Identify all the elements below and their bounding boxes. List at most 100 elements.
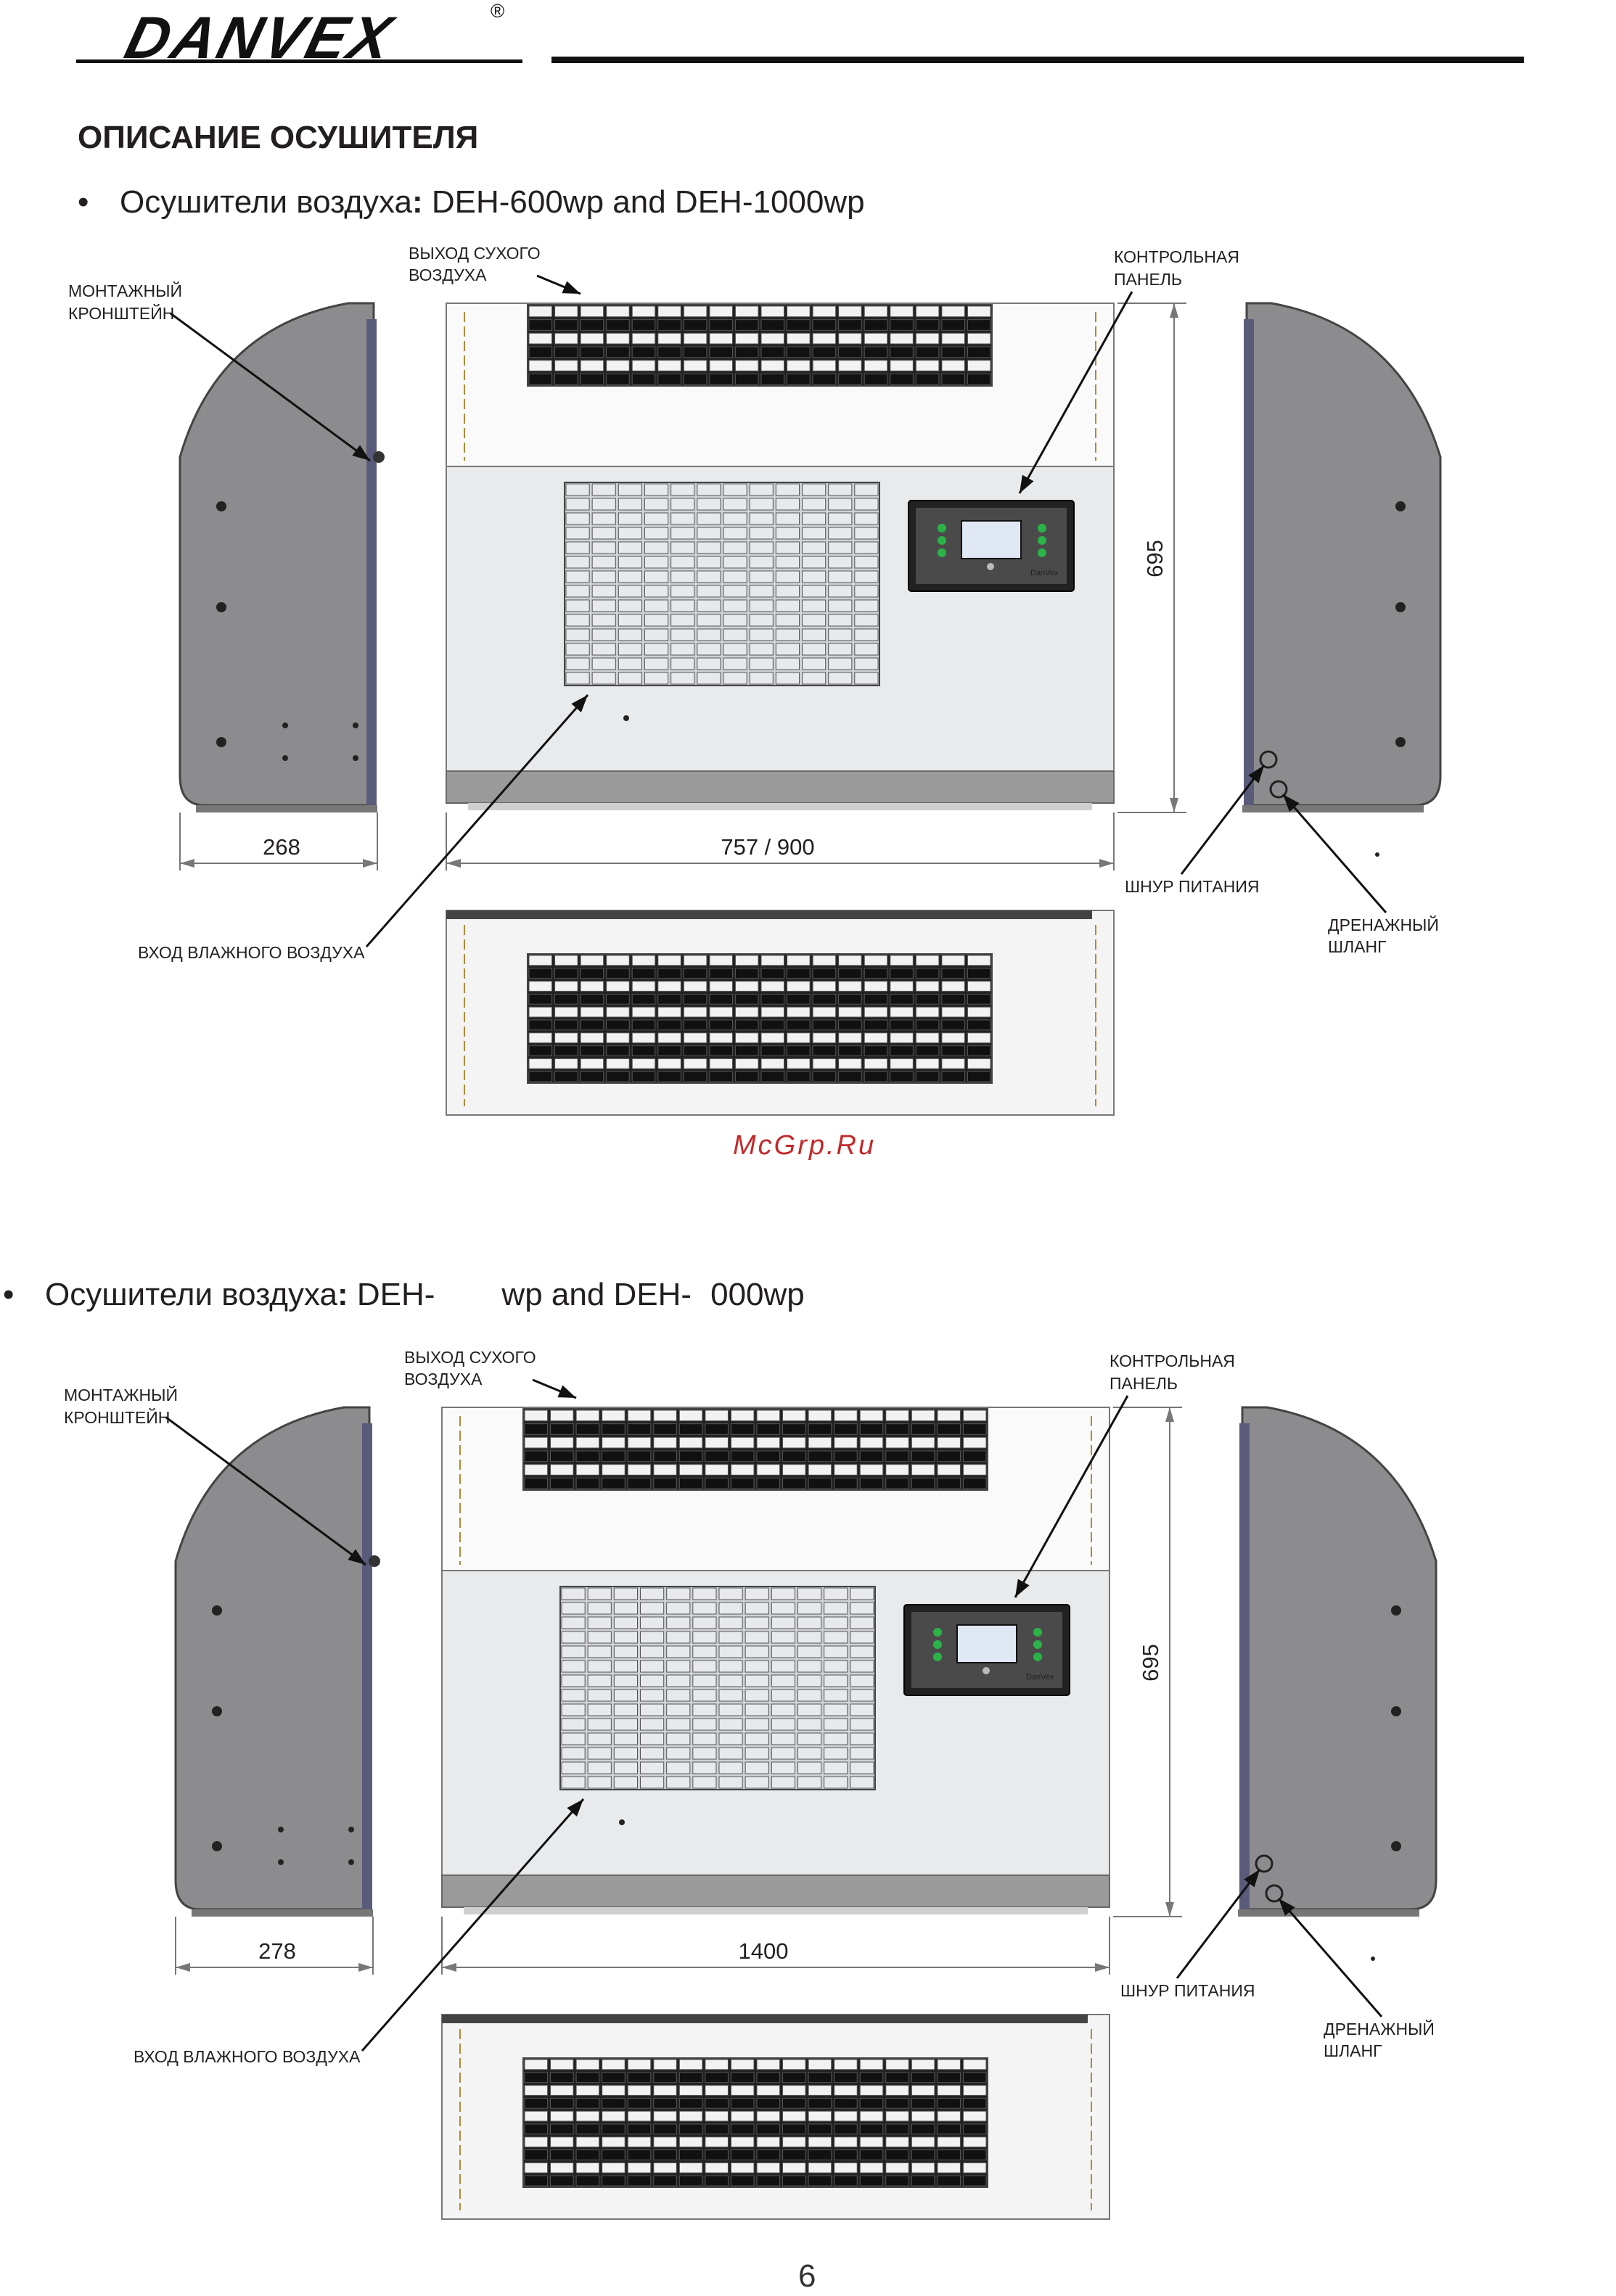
inlet-grille-cell	[697, 614, 721, 627]
model-2-heading: •Осушители воздуха: DEH-wp and DEH-000wp	[3, 1277, 805, 1313]
bottom-grille-cell	[602, 2162, 626, 2173]
lcd-display	[961, 520, 1022, 559]
outlet-grille-cell	[915, 332, 940, 345]
inlet-grille-cell	[565, 483, 590, 496]
outlet-grille-cell	[756, 1423, 781, 1435]
outlet-grille-cell	[734, 305, 759, 318]
arrow-control-panel	[1014, 1395, 1129, 1598]
inlet-grille-cell	[565, 643, 590, 656]
outlet-grille-cell	[602, 1410, 626, 1422]
inlet-grille-cell	[828, 614, 853, 627]
outlet-grille-cell	[678, 1436, 703, 1449]
outlet-grille-cell	[812, 332, 837, 345]
bottom-grille-cell	[683, 1071, 707, 1082]
inlet-grille-cell	[640, 1631, 665, 1644]
bottom-grille-cell	[580, 1019, 604, 1031]
inlet-grille-cell	[565, 599, 590, 612]
label-dry-air-outlet: ВОЗДУХА	[404, 1370, 483, 1388]
bottom-grille-cell	[575, 2085, 600, 2096]
bottom-grille-cell	[760, 968, 785, 979]
inlet-grille-cell	[771, 1732, 796, 1745]
arrow-drain-hose-head	[1279, 1898, 1295, 1917]
inlet-grille-cell	[824, 1703, 848, 1716]
bracket-knob	[369, 1555, 380, 1567]
bottom-grille-cell	[890, 1032, 914, 1044]
inlet-grille-cell	[850, 1660, 874, 1673]
inlet-grille-cell	[613, 1689, 638, 1702]
outlet-grille-cell	[678, 1464, 703, 1476]
inlet-grille-cell	[749, 657, 774, 670]
inlet-grille-cell	[775, 541, 800, 554]
outlet-grille-cell	[709, 360, 733, 371]
bottom-grille-cell	[812, 993, 837, 1005]
inlet-grille-cell	[828, 541, 853, 554]
bottom-grille-cell	[683, 955, 707, 966]
bottom-grille-cell	[524, 2175, 549, 2186]
inlet-grille-cell	[828, 672, 853, 685]
inlet-grille-cell	[775, 657, 800, 670]
height-arrow-top	[1165, 1407, 1174, 1422]
inlet-grille-cell	[591, 527, 616, 540]
bottom-grille-cell	[678, 2059, 703, 2070]
bottom-grille	[527, 953, 993, 1084]
inlet-grille-cell	[618, 483, 642, 496]
bottom-grille-cell	[709, 1045, 733, 1056]
bottom-grille-cell	[859, 2123, 884, 2135]
outlet-grille-cell	[890, 305, 914, 318]
bottom-grille-cell	[756, 2162, 781, 2173]
inlet-grille-cell	[802, 570, 827, 583]
left-side-panel	[179, 302, 375, 807]
inlet-grille-cell	[775, 672, 800, 685]
bottom-grille-cell	[941, 981, 965, 992]
bottom-grille-cell	[967, 968, 991, 979]
heading-models: DEH-600wp and DEH-1000wp	[431, 184, 865, 220]
bottom-grille-cell	[834, 2123, 858, 2135]
outlet-grille-cell	[554, 360, 578, 371]
bottom-grille-cell	[657, 993, 681, 1005]
inlet-grille-cell	[565, 498, 590, 511]
inlet-grille-cell	[565, 657, 590, 670]
bottom-grille-cell	[787, 1019, 811, 1031]
bottom-grille-cell	[550, 2097, 574, 2109]
bottom-grille-cell	[859, 2085, 884, 2096]
screw	[216, 501, 226, 511]
bottom-grille-cell	[627, 2162, 652, 2173]
inlet-grille-cell	[797, 1660, 822, 1673]
bottom-grille-cell	[709, 993, 733, 1005]
bottom-grille-cell	[834, 2097, 858, 2109]
outlet-grille-cell	[528, 332, 553, 345]
inlet-grille-cell	[613, 1587, 638, 1600]
bottom-grille-cell	[864, 968, 888, 979]
outlet-grille-cell	[683, 346, 707, 358]
bottom-grille-cell	[657, 1058, 681, 1069]
outlet-grille-cell	[885, 1450, 909, 1462]
arrow-mount-bracket	[165, 1416, 366, 1566]
inlet-grille-cell	[587, 1732, 612, 1745]
bottom-grille-cell	[631, 1045, 656, 1056]
inlet-grille-cell	[723, 527, 747, 540]
outlet-grille-cell	[524, 1450, 549, 1462]
bottom-grille-cell	[782, 2136, 806, 2148]
outlet-grille-cell	[653, 1450, 677, 1462]
bottom-grille-cell	[885, 2175, 909, 2186]
bottom-grille-cell	[812, 1071, 837, 1082]
bottom-grille-cell	[657, 968, 681, 979]
outlet-grille-cell	[580, 346, 604, 358]
bottom-grille-cell	[528, 981, 553, 992]
outlet-grille-cell	[734, 332, 759, 345]
panel-brand-text: DanVex	[1030, 569, 1059, 577]
outlet-grille-cell	[812, 360, 837, 371]
bottom-grille-cell	[756, 2097, 781, 2109]
screw	[348, 1827, 354, 1832]
inlet-grille-cell	[692, 1631, 717, 1644]
bottom-grille-cell	[631, 968, 656, 979]
bottom-grille-cell	[550, 2136, 574, 2148]
label-dry-air-outlet: ВЫХОД СУХОГО	[404, 1348, 536, 1367]
inlet-grille-cell	[670, 614, 695, 627]
outlet-grille-cell	[580, 332, 604, 345]
label-drain-hose: ШЛАНГ	[1328, 937, 1387, 956]
bottom-grille-cell	[941, 1071, 965, 1082]
label-mount-bracket: МОНТАЖНЫЙ	[64, 1385, 178, 1404]
bottom-grille-cell	[627, 2072, 652, 2083]
unit-base	[446, 770, 1115, 804]
